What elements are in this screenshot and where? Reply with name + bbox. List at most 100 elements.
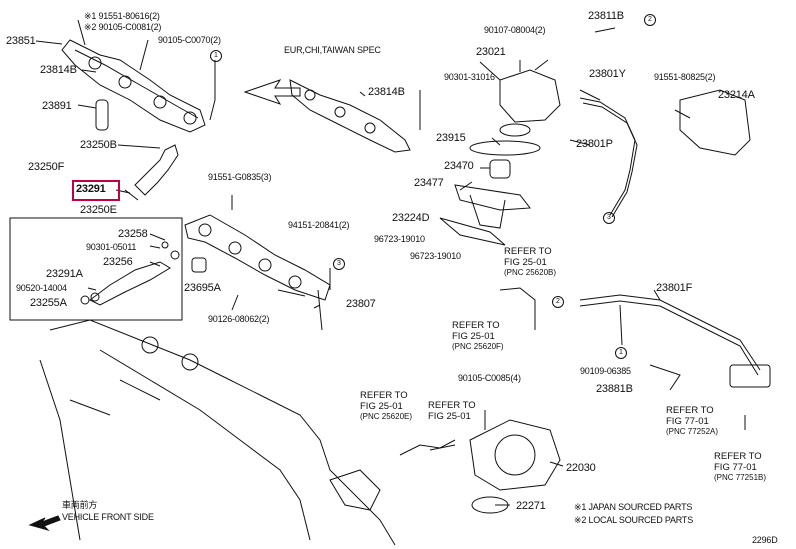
part-label-90126-08062: 90126-08062(2): [208, 314, 270, 324]
part-label-90105-C0085: 90105-C0085(4): [458, 373, 521, 383]
refer-line-1: REFER TO: [504, 246, 552, 257]
part-label-90301-31016: 90301-31016: [444, 72, 495, 82]
fuel-rail-left-drawing: [61, 19, 216, 133]
delivery-pipe-drawing: [184, 195, 331, 331]
part-label-23915: 23915: [436, 132, 466, 144]
injector-kit-drawing: [80, 241, 180, 306]
part-label-90109-06385: 90109-06385: [580, 366, 631, 376]
part-label-23695A: 23695A: [184, 282, 221, 294]
fuel-pipe-23801F: [579, 294, 771, 430]
plate-23477: [454, 184, 531, 211]
part-23470: [489, 159, 511, 179]
refer-line-1: REFER TO: [714, 451, 762, 462]
fuel-pump-drawing: [499, 27, 616, 137]
hose-lower: [399, 439, 456, 456]
refer-line-3: (PNC 77252A): [666, 427, 719, 436]
refer-block-25620B: REFER TO FIG 25-01 (PNC 25620B): [504, 246, 557, 279]
part-label-90105-C0081: ※2 90105-C0081(2): [84, 22, 162, 32]
part-label-23255A: 23255A: [30, 297, 67, 309]
part-label-90105-C0070: 90105-C0070(2): [158, 35, 221, 45]
refer-block-25-01: REFER TO FIG 25-01: [428, 400, 476, 422]
refer-line-1: REFER TO: [666, 405, 714, 416]
highlight-box-23291: [72, 180, 120, 201]
part-label-23477: 23477: [414, 177, 444, 189]
refer-line-3: (PNC 77251B): [714, 473, 767, 482]
part-label-23291: 23291: [76, 183, 106, 195]
part-label-23250B: 23250B: [80, 139, 117, 151]
part-label-23291A: 23291A: [46, 268, 83, 280]
fuel-pipe-23801P: [579, 97, 636, 216]
spec-label-eur-chi-taiwan: EUR,CHI,TAIWAN SPEC: [284, 45, 381, 55]
part-label-23814B-right: 23814B: [368, 86, 405, 98]
refer-line-2: FIG 77-01: [666, 415, 709, 427]
callout-circle-2: 2: [644, 14, 656, 26]
part-label-90520-14004: 90520-14004: [16, 283, 67, 293]
part-label-23811B: 23811B: [588, 10, 624, 22]
refer-line-3: (PNC 25620E): [360, 412, 413, 421]
cover-23214A: [679, 89, 751, 156]
refer-line-2: FIG 25-01: [452, 330, 495, 342]
part-label-90301-05011: 90301-05011: [86, 242, 137, 252]
front-arrow-icon: [28, 515, 61, 531]
direction-arrow: [243, 79, 301, 105]
vehicle-front-cn: 車両前方: [62, 500, 98, 510]
part-label-23801Y: 23801Y: [589, 68, 626, 80]
part-label-23250E: 23250E: [80, 204, 117, 216]
part-label-23881B: 23881B: [596, 383, 633, 395]
part-label-23891: 23891: [42, 100, 72, 112]
hose-upper: [499, 287, 536, 330]
callout-circle-3b: 3: [333, 258, 345, 270]
refer-line-3: (PNC 25620B): [504, 268, 557, 277]
injector-kit-box: [9, 217, 183, 321]
refer-block-77251B: REFER TO FIG 77-01 (PNC 77251B): [714, 451, 767, 484]
engine-block-drawing: [39, 319, 396, 546]
refer-block-77252A: REFER TO FIG 77-01 (PNC 77252A): [666, 405, 719, 438]
part-label-91551-G0835: 91551-G0835(3): [208, 172, 272, 182]
callout-circle-1: 1: [210, 50, 222, 62]
leader-lines: [35, 40, 691, 506]
fuel-rail-center-drawing: [289, 79, 421, 153]
refer-line-1: REFER TO: [452, 320, 500, 331]
part-label-22271: 22271: [516, 500, 546, 512]
part-label-23250F: 23250F: [28, 161, 65, 173]
refer-line-2: FIG 25-01: [360, 400, 403, 412]
refer-line-1: REFER TO: [360, 390, 408, 401]
part-label-91551-80825: 91551-80825(2): [654, 72, 716, 82]
part-label-23814B-left: 23814B: [40, 64, 77, 76]
part-label-23258: 23258: [118, 228, 148, 240]
gasket-23915: [469, 140, 541, 156]
part-label-91551-80616: ※1 91551-80616(2): [84, 11, 160, 21]
callout-circle-2b: 2: [552, 296, 564, 308]
refer-line-2: FIG 25-01: [504, 256, 547, 268]
part-label-23021: 23021: [476, 46, 506, 58]
refer-block-25620F: REFER TO FIG 25-01 (PNC 25620F): [452, 320, 504, 353]
part-label-23470: 23470: [444, 160, 474, 172]
refer-line-3: (PNC 25620F): [452, 342, 504, 351]
part-label-23224D: 23224D: [392, 212, 430, 224]
part-label-23801P: 23801P: [576, 138, 613, 150]
note-japan-sourced: ※1 JAPAN SOURCED PARTS: [574, 502, 693, 512]
gasket-23224D: [439, 217, 506, 246]
note-local-sourced: ※2 LOCAL SOURCED PARTS: [574, 515, 694, 525]
vehicle-front-side-label: VEHICLE FRONT SIDE: [62, 512, 154, 522]
part-label-96723-19010-a: 96723-19010: [374, 234, 425, 244]
part-label-23851: 23851: [6, 35, 36, 47]
refer-line-1: REFER TO: [428, 400, 476, 411]
part-label-23807: 23807: [346, 298, 376, 310]
part-label-96723-19010-b: 96723-19010: [410, 251, 461, 261]
part-label-90107-08004: 90107-08004(2): [484, 25, 546, 35]
part-label-23256: 23256: [103, 256, 133, 268]
part-label-23214A: 23214A: [718, 89, 755, 101]
callout-circle-1b: 1: [615, 347, 627, 359]
refer-line-2: FIG 25-01: [428, 410, 471, 422]
injector-drawing: [124, 144, 179, 201]
part-label-23801F: 23801F: [656, 282, 693, 294]
diagram-code: 2296D: [752, 535, 778, 545]
part-label-94151-20841: 94151-20841(2): [288, 220, 350, 230]
callout-circle-3: 3: [603, 212, 615, 224]
refer-line-2: FIG 77-01: [714, 461, 757, 473]
refer-block-25620E: REFER TO FIG 25-01 (PNC 25620E): [360, 390, 413, 423]
part-label-22030: 22030: [566, 462, 596, 474]
